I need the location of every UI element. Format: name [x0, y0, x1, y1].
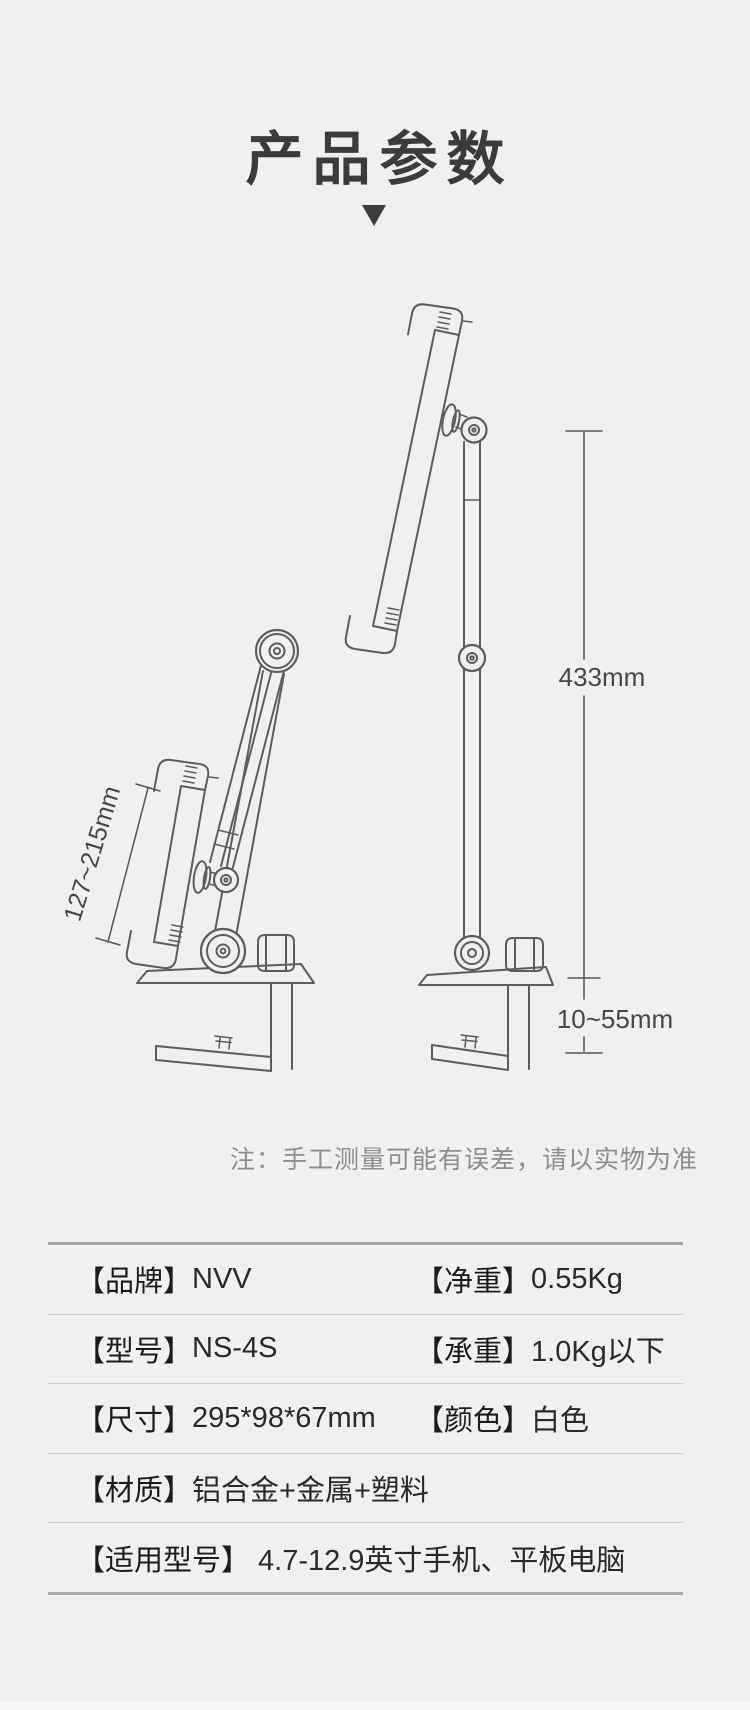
spec-cell-color: 【颜色】 白色 — [415, 1397, 683, 1439]
pole-knob — [457, 643, 487, 673]
spec-label: 【适用型号】 — [76, 1544, 251, 1577]
clamp-screw — [214, 1035, 233, 1050]
spec-value: NS-4S — [192, 1332, 278, 1365]
folded-stand-drawing — [125, 628, 315, 1072]
measurement-note: 注：手工测量可能有误差，请以实物为准 — [229, 1146, 698, 1174]
spec-cell-load: 【承重】 1.0Kg以下 — [415, 1328, 683, 1370]
dimension-line-holder — [95, 783, 161, 946]
desk-clamp — [155, 982, 293, 1072]
hex-knob — [257, 934, 295, 972]
dimension-label-height: 433mm — [559, 662, 646, 692]
spec-label: 【颜色】 — [415, 1405, 532, 1438]
table-row: 【型号】 NS-4S 【承重】 1.0Kg以下 — [48, 1315, 683, 1385]
spec-value: 0.55Kg — [531, 1262, 623, 1295]
spec-value: 295*98*67mm — [192, 1401, 376, 1434]
spec-label: 【净重】 — [415, 1266, 532, 1299]
spring-lines — [384, 607, 400, 626]
spec-cell-compatibility: 【适用型号】 4.7-12.9英寸手机、平板电脑 — [76, 1537, 683, 1579]
hex-knob — [505, 937, 544, 972]
down-triangle-icon — [362, 205, 386, 226]
spec-cell-model: 【型号】 NS-4S — [76, 1328, 415, 1370]
dimension-label-clamp: 10~55mm — [557, 1004, 673, 1034]
table-row: 【尺寸】 295*98*67mm 【颜色】 白色 — [48, 1384, 683, 1454]
spring-lines — [182, 765, 198, 784]
spec-label: 【品牌】 — [76, 1266, 193, 1299]
desk-clamp — [431, 984, 530, 1071]
page-title: 产品参数 — [245, 127, 514, 192]
spec-table: 【品牌】 NVV 【净重】 0.55Kg 【型号】 NS-4S 【承重】 1.0… — [48, 1242, 683, 1595]
ball-joint — [441, 403, 488, 444]
spec-value: 白色 — [531, 1405, 590, 1438]
dimension-annotations: 127~215mm 433mm 10~55mm — [59, 430, 673, 1054]
spec-cell-net-weight: 【净重】 0.55Kg — [415, 1258, 683, 1300]
spec-label: 【承重】 — [415, 1335, 532, 1368]
base-knob — [453, 934, 491, 972]
spec-value: 铝合金+金属+塑料 — [192, 1475, 429, 1508]
spec-cell-material: 【材质】 铝合金+金属+塑料 — [76, 1467, 683, 1509]
dimension-line-height — [565, 430, 603, 1054]
ball-joint — [192, 860, 240, 894]
spec-cell-brand: 【品牌】 NVV — [76, 1258, 415, 1300]
spec-value: 1.0Kg以下 — [531, 1335, 665, 1368]
extended-stand-drawing — [344, 303, 554, 1071]
spring-lines — [168, 924, 184, 943]
spec-label: 【尺寸】 — [76, 1405, 193, 1438]
spec-value: 4.7-12.9英寸手机、平板电脑 — [258, 1544, 626, 1577]
table-row: 【品牌】 NVV 【净重】 0.55Kg — [48, 1245, 683, 1315]
clamp-screw — [460, 1034, 479, 1049]
dimension-label-holder: 127~215mm — [59, 783, 127, 925]
spec-label: 【材质】 — [76, 1475, 193, 1508]
table-row: 【材质】 铝合金+金属+塑料 — [48, 1454, 683, 1524]
base-knob — [199, 927, 247, 975]
bottom-strip — [0, 1701, 750, 1710]
base-plate — [418, 966, 554, 986]
spec-value: NVV — [192, 1262, 252, 1295]
stand-dimension-diagram: 127~215mm 433mm 10~55mm — [59, 303, 673, 1072]
pivot-knob — [254, 628, 300, 674]
table-row: 【适用型号】 4.7-12.9英寸手机、平板电脑 — [48, 1523, 683, 1592]
spring-lines — [436, 311, 452, 330]
spec-label: 【型号】 — [76, 1335, 193, 1368]
spec-cell-size: 【尺寸】 295*98*67mm — [76, 1397, 415, 1439]
